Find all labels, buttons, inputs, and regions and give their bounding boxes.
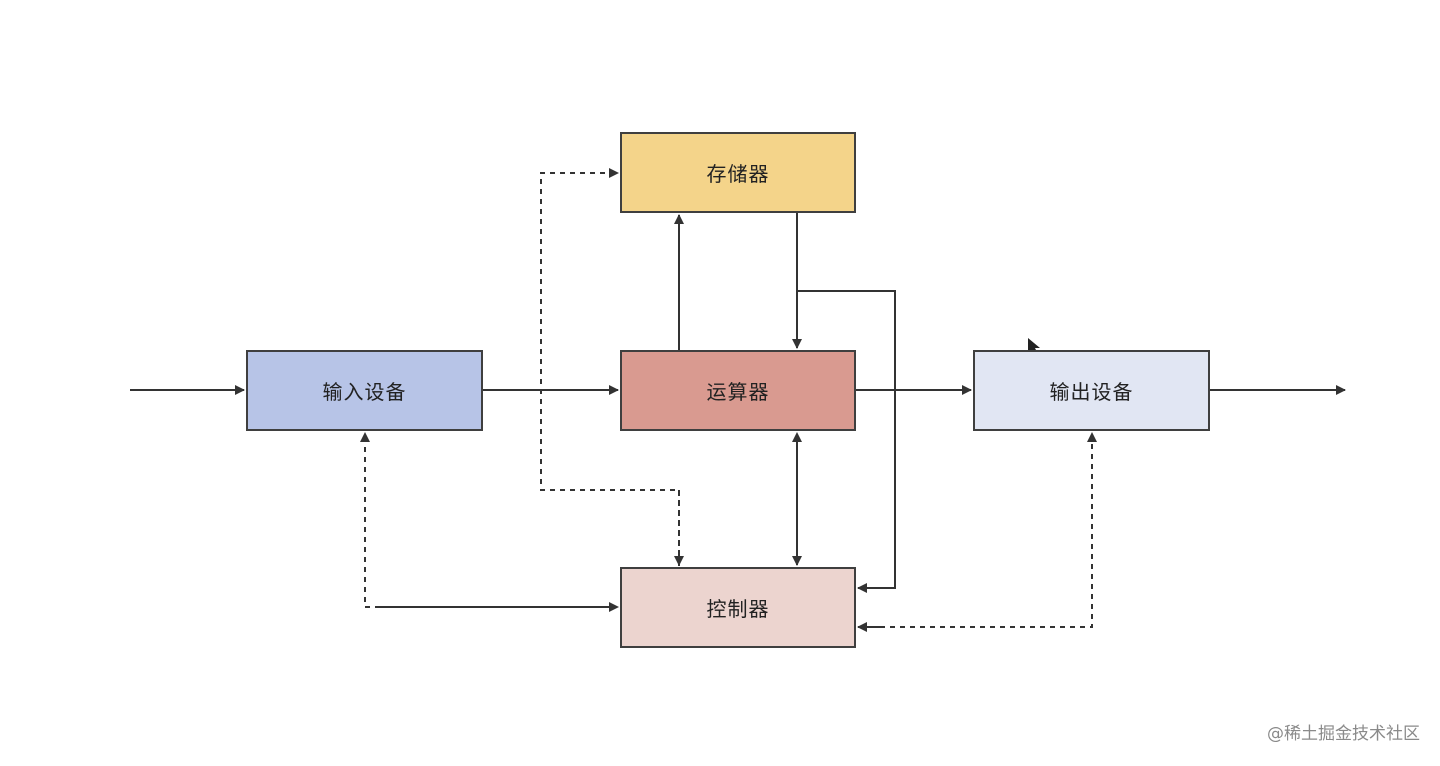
control-signal-lines (360, 168, 1097, 632)
alu-label: 运算器 (706, 380, 770, 404)
input-device-box: 输入设备 (246, 350, 483, 431)
data-flow-lines (130, 213, 1346, 593)
signal-control-to-memory (540, 168, 680, 566)
output-device-label: 输出设备 (1049, 380, 1134, 404)
signal-control-to-input (360, 432, 610, 608)
alu-box: 运算器 (620, 350, 856, 431)
flow-memory-to-control (797, 290, 896, 593)
site-watermark: @稀土掘金技术社区 (1267, 724, 1420, 744)
signal-control-to-output (870, 432, 1097, 628)
output-device-box: 输出设备 (973, 350, 1210, 431)
input-device-label: 输入设备 (322, 380, 407, 404)
controller-box: 控制器 (620, 567, 856, 648)
memory-label: 存储器 (706, 162, 770, 186)
controller-label: 控制器 (706, 597, 770, 621)
memory-box: 存储器 (620, 132, 856, 213)
